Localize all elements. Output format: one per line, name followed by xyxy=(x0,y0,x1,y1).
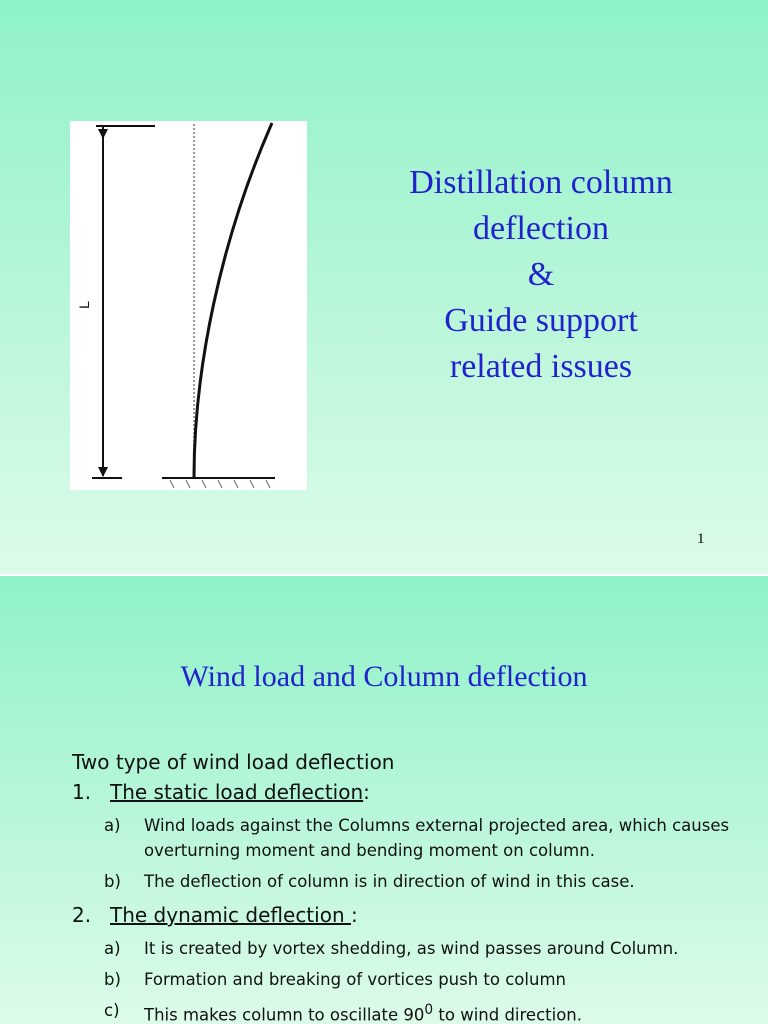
sub-marker: a) xyxy=(104,939,121,958)
sub-marker: b) xyxy=(104,970,121,989)
sub-marker: b) xyxy=(104,872,121,891)
slide-1: L Distillation column deflection & Guide… xyxy=(0,0,768,574)
sub-item: c) This makes column to oscillate 900 to… xyxy=(72,998,768,1024)
sub-marker: c) xyxy=(104,1001,120,1020)
page-number: 1 xyxy=(697,531,705,547)
slide-2-body: Two type of wind load deflection 1. The s… xyxy=(72,747,768,1024)
list-item-heading: 2. The dynamic deflection : xyxy=(72,900,768,930)
slide-separator xyxy=(0,574,768,576)
sub-item: b) The deflection of column is in direct… xyxy=(72,869,768,894)
title-line: & xyxy=(527,256,555,293)
slide-1-title: Distillation column deflection & Guide s… xyxy=(360,160,722,390)
column-deflection-figure: L xyxy=(70,121,307,490)
dimension-bottom-arrow xyxy=(98,467,108,477)
item-heading: The static load deflection xyxy=(110,780,364,804)
degree-superscript: 0 xyxy=(424,1002,434,1018)
title-line: related issues xyxy=(449,348,633,385)
sub-item: b) Formation and breaking of vortices pu… xyxy=(72,967,768,992)
sub-item: a) It is created by vortex shedding, as … xyxy=(72,936,768,961)
title-line: Distillation column xyxy=(409,164,673,201)
deflected-column-curve xyxy=(192,122,274,478)
intro-text: Two type of wind load deflection xyxy=(72,750,395,774)
ground-hatching xyxy=(169,479,271,489)
sub-text: The deflection of column is in direction… xyxy=(144,872,635,891)
sub-marker: a) xyxy=(104,816,121,835)
title-line: Guide support xyxy=(444,302,638,339)
slide-2-title: Wind load and Column deflection xyxy=(180,660,588,693)
list-item-heading: 1. The static load deflection: xyxy=(72,777,768,807)
length-label: L xyxy=(76,301,92,309)
item-heading: The dynamic deflection xyxy=(110,903,351,927)
item-number: 2. xyxy=(72,903,92,927)
sub-text-after: to wind direction. xyxy=(433,1005,583,1024)
sub-item: a) Wind loads against the Columns extern… xyxy=(72,813,768,863)
sub-text: Formation and breaking of vortices push … xyxy=(144,970,566,989)
slide-2: Wind load and Column deflection Two type… xyxy=(0,576,768,1024)
item-suffix: : xyxy=(350,903,358,927)
sub-text: It is created by vortex shedding, as win… xyxy=(144,939,679,958)
sub-text: Wind loads against the Columns external … xyxy=(144,816,730,860)
title-line: deflection xyxy=(473,210,609,247)
item-suffix: : xyxy=(363,780,370,804)
dimension-top-arrow xyxy=(98,129,108,139)
item-number: 1. xyxy=(72,780,92,804)
deflection-diagram: L xyxy=(76,122,275,489)
sub-text: This makes column to oscillate 90 xyxy=(144,1005,425,1024)
